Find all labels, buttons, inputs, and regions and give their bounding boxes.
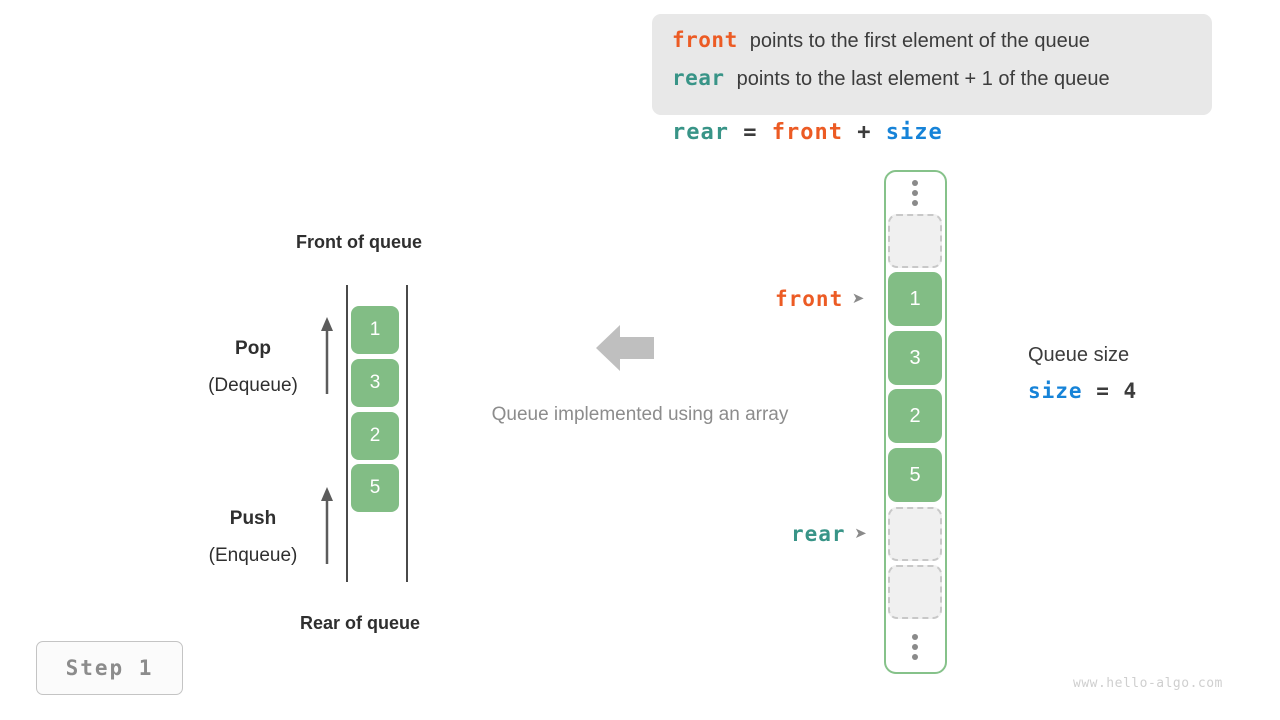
vertical-ellipsis-icon-bottom	[908, 634, 922, 660]
push-sublabel: (Enqueue)	[208, 545, 298, 566]
dot	[912, 180, 918, 186]
dot	[912, 190, 918, 196]
dot	[912, 644, 918, 650]
array-slot-filled: 3	[888, 331, 942, 385]
pop-up-arrow-icon	[321, 317, 333, 394]
step-badge: Step 1	[36, 641, 183, 695]
queue-rail-left	[346, 285, 348, 582]
array-slot-filled: 2	[888, 389, 942, 443]
left-arrow-icon	[596, 325, 654, 371]
queue-rail-right	[406, 285, 408, 582]
legend-line-front: front points to the first element of the…	[672, 28, 1192, 66]
queue-size-equals: =	[1096, 379, 1110, 403]
queue-cell: 3	[351, 359, 399, 407]
rear-pointer-text: rear	[791, 522, 846, 546]
formula-rear-equals-front-plus-size: rear = front + size	[672, 120, 943, 145]
dot	[912, 654, 918, 660]
formula-rhs-size: size	[885, 120, 943, 145]
array-slot-empty	[888, 507, 942, 561]
queue-size-value: 4	[1123, 379, 1138, 403]
formula-rhs-front: front	[771, 120, 843, 145]
queue-size-expression: size = 4	[1028, 379, 1137, 403]
queue-size-variable: size	[1028, 379, 1083, 403]
rear-pointer-label: rear ➤	[791, 522, 868, 546]
pop-sublabel: (Dequeue)	[208, 375, 298, 396]
front-pointer-text: front	[775, 287, 844, 311]
legend-box: front points to the first element of the…	[652, 14, 1212, 115]
dot	[912, 200, 918, 206]
legend-keyword-rear: rear	[672, 66, 725, 90]
watermark: www.hello-algo.com	[1073, 676, 1223, 691]
front-pointer-arrow-icon: ➤	[852, 286, 866, 311]
legend-line-rear: rear points to the last element + 1 of t…	[672, 66, 1192, 104]
vertical-ellipsis-icon-top	[908, 180, 922, 206]
queue-cell: 5	[351, 464, 399, 512]
legend-description-rear: points to the last element + 1 of the qu…	[736, 68, 1110, 90]
front-pointer-label: front ➤	[775, 287, 866, 311]
array-slot-filled: 1	[888, 272, 942, 326]
queue-size-note: Queue size size = 4	[1028, 344, 1137, 403]
queue-size-title: Queue size	[1028, 344, 1130, 366]
center-caption: Queue implemented using an array	[491, 404, 789, 425]
queue-cell: 2	[351, 412, 399, 460]
legend-description-front: points to the first element of the queue	[749, 30, 1090, 52]
push-label: Push	[229, 508, 277, 529]
push-up-arrow-icon	[321, 487, 333, 564]
front-of-queue-label: Front of queue	[296, 232, 422, 252]
queue-cell: 1	[351, 306, 399, 354]
array-slot-empty	[888, 565, 942, 619]
formula-lhs: rear	[672, 120, 729, 145]
formula-equals: =	[743, 120, 758, 145]
formula-plus: +	[857, 120, 872, 145]
array-slot-filled: 5	[888, 448, 942, 502]
rear-of-queue-label: Rear of queue	[300, 613, 421, 633]
rear-pointer-arrow-icon: ➤	[854, 521, 869, 546]
array-slot-empty	[888, 214, 942, 268]
pop-label: Pop	[235, 338, 271, 359]
legend-keyword-front: front	[672, 28, 738, 52]
dot	[912, 634, 918, 640]
